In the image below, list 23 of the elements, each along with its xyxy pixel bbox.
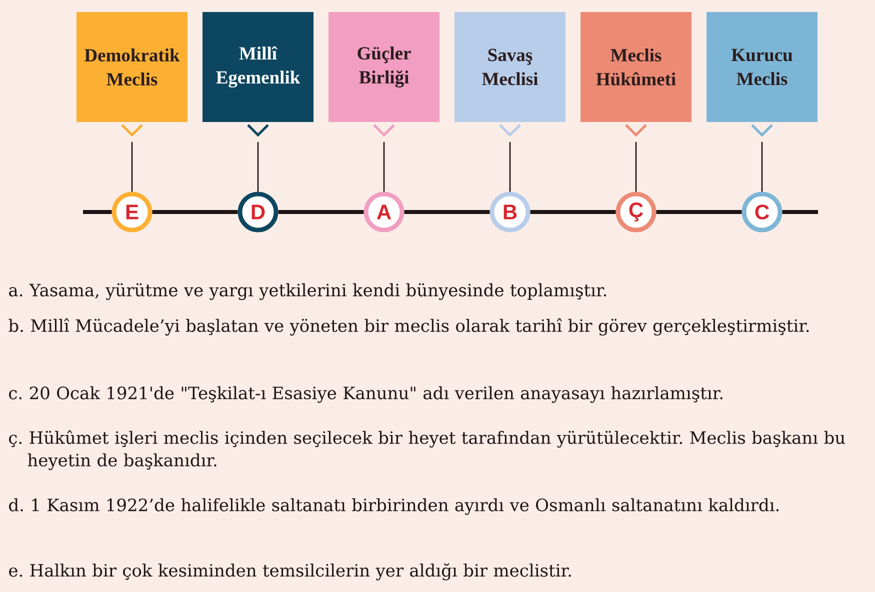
statement-text: d. 1 Kasım 1922’de halifelikle saltanatı birbirinden ayırdı ve Osmanlı saltanatını kaldırdı. (9, 498, 779, 515)
timeline-line (404, 210, 490, 214)
callout-box: Savaş Meclisi (454, 12, 566, 137)
connector-line (131, 142, 133, 192)
callout-box: Güçler Birliği (328, 12, 440, 137)
connector-line (383, 142, 385, 192)
connector-line (761, 142, 763, 192)
timeline-line (152, 210, 238, 214)
timeline-line (530, 210, 616, 214)
connector-line (635, 142, 637, 192)
callout-box: Meclis Hükûmeti (580, 12, 692, 137)
connector-line (257, 142, 259, 192)
statement-text: a. Yasama, yürütme ve yargı yetkilerini kendi bünyesinde toplamıştır. (9, 283, 606, 300)
timeline-line (656, 210, 742, 214)
statement-text: c. 20 Ocak 1921'de "Teşkilat-ı Esasiye Kanunu" adı verilen anayasayı hazırlamıştır. (9, 386, 722, 403)
connector-line (509, 142, 511, 192)
statement-text: b. Millî Mücadele’yi başlatan ve yöneten bir meclis olarak tarihî bir görev gerçekleştirmiştir. (8, 318, 809, 336)
statement-text: ç. Hükûmet işleri meclis içinden seçilecek bir heyet tarafından yürütülecektir. Meclis başkanı bu heyetin de başkanıdır. (9, 430, 845, 470)
callout-box: Millî Egemenlik (202, 12, 314, 137)
statement-text: e. Halkın bir çok kesiminden temsilcilerin yer aldığı bir meclistir. (9, 563, 571, 580)
callout-box: Demokratik Meclis (76, 12, 188, 137)
callout-box: Kurucu Meclis (706, 12, 818, 137)
timeline-line (278, 210, 364, 214)
